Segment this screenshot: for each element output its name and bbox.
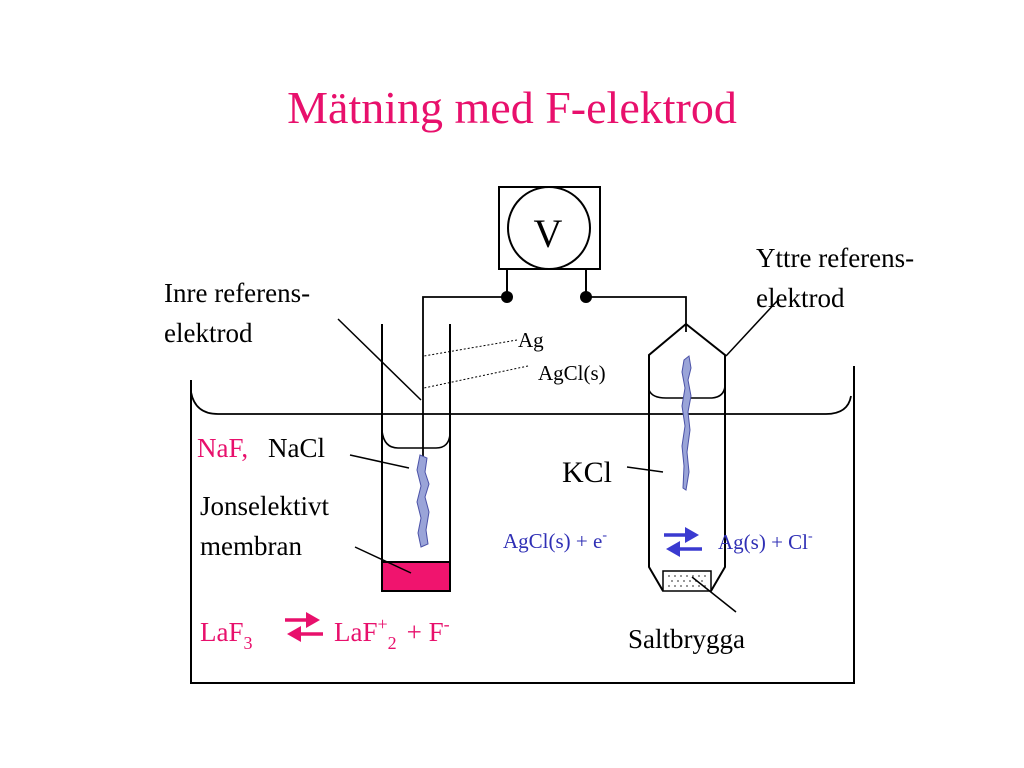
salt-bridge-plug [662, 570, 712, 592]
inner-ref-label-line2: elektrod [164, 318, 253, 348]
inner-agcl-coating [416, 454, 430, 548]
laf3-reaction-left: LaF3 [200, 617, 253, 653]
naf-pointer [349, 454, 410, 469]
inner-ref-pointer [337, 318, 422, 401]
slide-title: Mätning med F-elektrod [287, 82, 737, 133]
inner-ref-label-line1: Inre referens- [164, 278, 310, 308]
agcl-reaction-left: AgCl(s) + e- [503, 528, 607, 553]
inner-electrode-lining [381, 430, 451, 449]
kcl-label: KCl [562, 456, 612, 489]
laf3-equilibrium-arrows [285, 612, 323, 642]
membrane-pointer [354, 546, 412, 574]
voltmeter-label: V [534, 211, 563, 256]
ag-label: Ag [518, 328, 544, 352]
ag-pointer [423, 339, 518, 357]
right-wire [586, 296, 687, 332]
ion-selective-membrane [381, 561, 451, 592]
membrane-label-line2: membran [200, 531, 302, 561]
membrane-label-line1: Jonselektivt [200, 491, 329, 521]
laf3-reaction-right: LaF+2+ F- [334, 614, 450, 653]
outer-electrode-tube [648, 322, 726, 592]
outer-ref-label-line2: elektrod [756, 283, 845, 313]
naf-label: NaF, [197, 433, 248, 463]
agcl-reaction-right: Ag(s) + Cl- [718, 529, 813, 554]
kcl-pointer [626, 466, 664, 473]
outer-ref-label-line1: Yttre referens- [756, 243, 914, 273]
agcl-pointer [423, 365, 529, 389]
outer-ref-pointer [725, 299, 779, 357]
saltbridge-pointer [691, 576, 737, 613]
outer-ag-wire [681, 355, 692, 491]
agcl-equilibrium-arrows [664, 527, 702, 557]
saltbridge-label: Saltbrygga [628, 624, 745, 654]
beaker [190, 366, 855, 684]
inner-electrode-tube [381, 324, 451, 592]
left-wire [422, 296, 507, 469]
nacl-label: NaCl [268, 433, 325, 463]
solution-surface [190, 391, 852, 415]
agcl-label: AgCl(s) [538, 361, 606, 385]
voltmeter-dial [507, 186, 591, 270]
